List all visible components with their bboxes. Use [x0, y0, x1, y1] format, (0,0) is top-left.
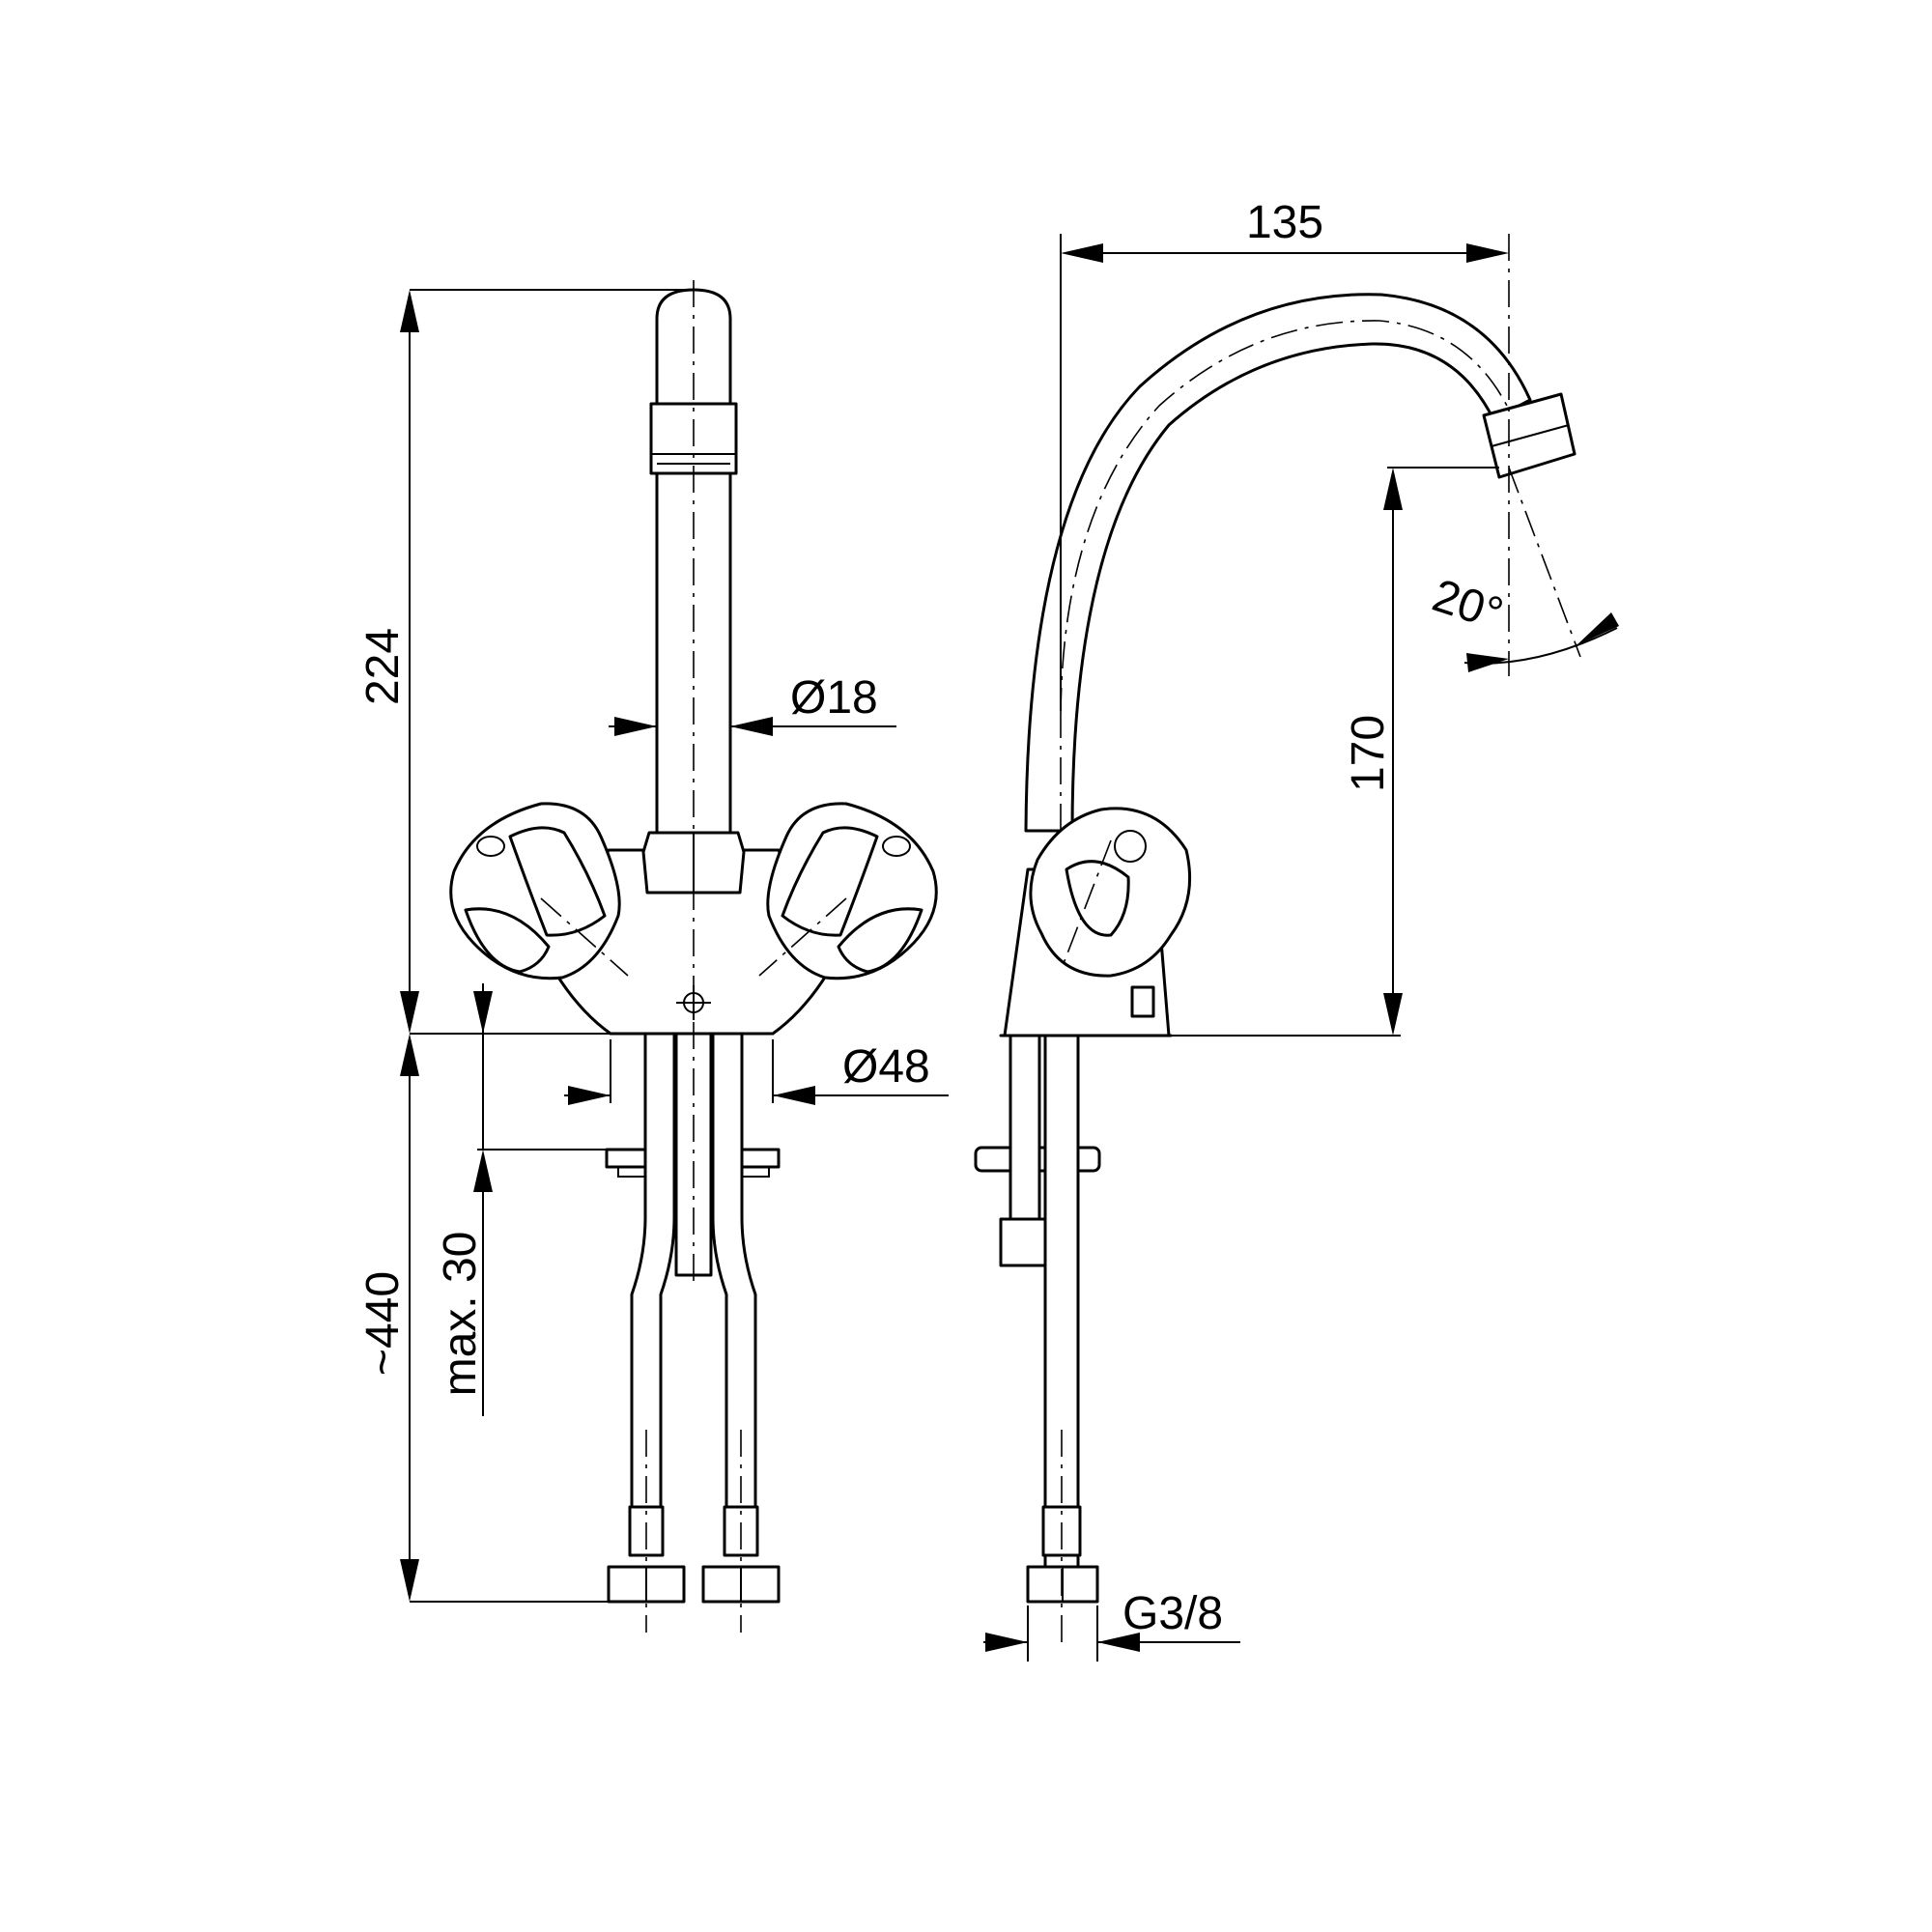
dim-connection-thread-label: G3/8	[1122, 1588, 1223, 1639]
dim-spout-height-label: 170	[1343, 715, 1394, 792]
front-right-handle	[766, 802, 938, 980]
side-handle	[1029, 807, 1192, 978]
dim-spout-angle: 20°	[1427, 467, 1619, 672]
front-left-handle	[449, 802, 621, 980]
dim-counter-thickness-label: max. 30	[435, 1232, 486, 1397]
dim-spout-reach-label: 135	[1246, 197, 1323, 248]
side-view	[974, 293, 1577, 1642]
dim-total-height-label: 224	[357, 628, 409, 705]
front-hose-right	[711, 1032, 757, 1528]
dim-total-height: 224	[357, 289, 692, 1035]
front-hose-left	[630, 1032, 676, 1528]
front-handle-axis-left	[540, 897, 629, 977]
dim-pipe-diameter-label: Ø18	[790, 672, 878, 724]
dim-spout-height: 170	[1171, 467, 1499, 1037]
side-stud-nut	[999, 1217, 1051, 1267]
dim-counter-thickness: max. 30	[435, 983, 607, 1416]
side-spout-curve-axis	[1060, 320, 1510, 716]
dim-hose-length: ~440	[357, 1034, 609, 1603]
front-handle-axis-right	[758, 897, 847, 977]
dim-hose-length-label: ~440	[357, 1271, 409, 1376]
dim-base-diameter: Ø48	[564, 1039, 949, 1105]
dim-spout-angle-label: 20°	[1427, 570, 1509, 640]
dim-spout-reach: 135	[1060, 197, 1510, 711]
dim-base-diameter-label: Ø48	[842, 1041, 930, 1093]
dim-connection-thread: G3/8	[983, 1588, 1240, 1662]
dim-pipe-diameter: Ø18	[609, 672, 896, 736]
front-view	[449, 280, 938, 1633]
side-pop-up-rod	[1130, 985, 1155, 1018]
side-spout	[1024, 293, 1532, 833]
side-aerator-line	[1491, 424, 1570, 447]
side-handle-axis	[1062, 839, 1112, 967]
side-stud	[1009, 1034, 1041, 1250]
